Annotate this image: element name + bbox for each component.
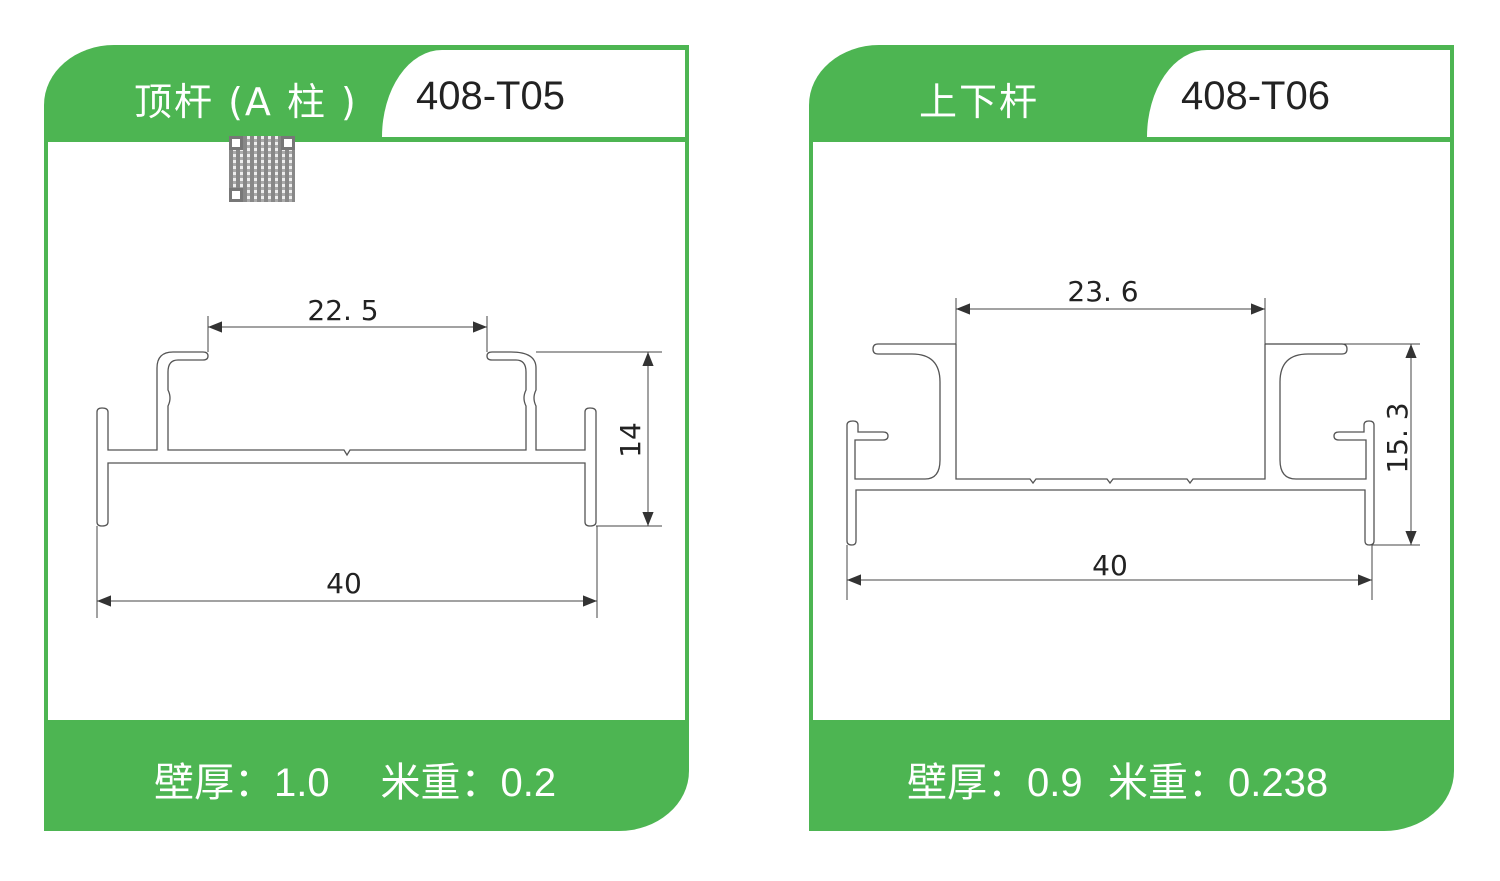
dimension-height: 15. 3 — [1265, 343, 1420, 546]
dimension-label: 40 — [1092, 549, 1128, 582]
drawing-area — [809, 142, 1454, 720]
spec-line: 壁厚：1.0 米重：0.2 — [154, 750, 556, 808]
product-card-408-T06: 上下杆 408-T06 壁厚：0.9 米重：0.238 — [809, 45, 1454, 831]
dimension-label: 22. 5 — [307, 294, 378, 327]
weight-value: 0.2 — [500, 761, 557, 805]
card-footer: 壁厚：1.0 米重：0.2 — [44, 720, 689, 831]
product-title: 顶杆 (A 柱 ) — [134, 80, 358, 124]
card-header: 顶杆 (A 柱 ) 408-T05 — [44, 45, 689, 142]
dimension-width: 40 — [846, 545, 1373, 600]
dimension-top-width: 22. 5 — [207, 294, 488, 352]
product-code: 408-T06 — [1181, 74, 1330, 118]
weight-value: 0.238 — [1228, 761, 1329, 805]
wall-thickness-label: 壁厚： — [907, 760, 1027, 806]
dimension-height: 14 — [536, 351, 662, 527]
dimension-label: 15. 3 — [1381, 402, 1414, 473]
profile-408-T05 — [96, 351, 597, 527]
dimension-label: 14 — [614, 422, 647, 458]
drawing-area — [44, 142, 689, 720]
wall-thickness-value: 0.9 — [1027, 761, 1083, 805]
dimension-label: 40 — [326, 567, 362, 600]
card-footer: 壁厚：0.9 米重：0.238 — [809, 720, 1454, 831]
dimension-width: 40 — [96, 526, 598, 618]
qr-code[interactable] — [229, 136, 295, 202]
profile-408-T06 — [846, 343, 1375, 546]
dimension-top-width: 23. 6 — [955, 275, 1266, 344]
wall-thickness-label: 壁厚： — [154, 760, 274, 806]
code-tab: 408-T06 — [1147, 50, 1450, 137]
weight-label: 米重： — [380, 760, 501, 806]
product-card-408-T05: 顶杆 (A 柱 ) 408-T05 壁厚：1.0 米重：0.2 — [44, 45, 689, 831]
code-tab: 408-T05 — [382, 50, 685, 137]
spec-line: 壁厚：0.9 米重：0.238 — [907, 750, 1328, 808]
product-title: 上下杆 — [919, 80, 1040, 124]
dimension-label: 23. 6 — [1067, 275, 1138, 308]
weight-label: 米重： — [1108, 760, 1229, 806]
wall-thickness-value: 1.0 — [274, 761, 330, 805]
card-header: 上下杆 408-T06 — [809, 45, 1454, 142]
product-code: 408-T05 — [416, 74, 565, 118]
